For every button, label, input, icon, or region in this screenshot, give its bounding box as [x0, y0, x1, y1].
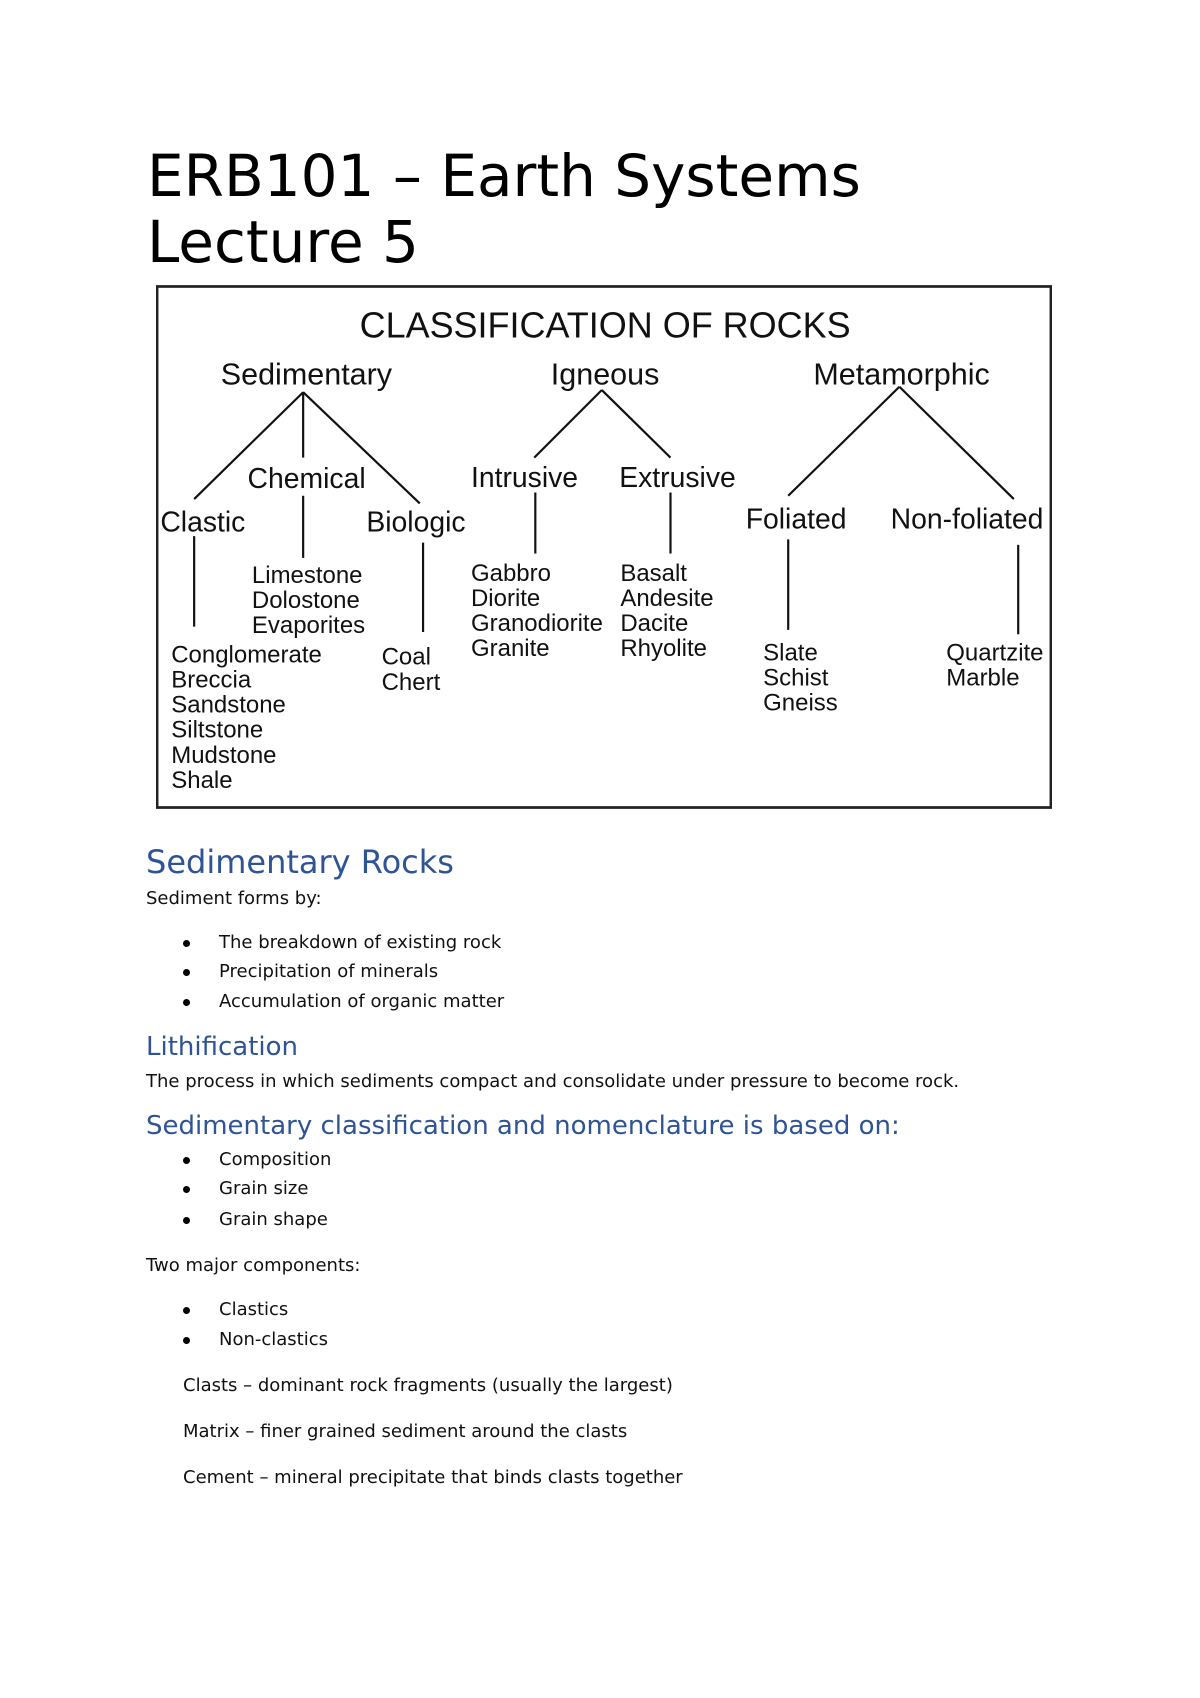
list-item: Grain size [219, 1178, 309, 1199]
definition-cement: Cement – mineral precipitate that binds … [183, 1467, 683, 1488]
diagram-label: Mudstone [171, 742, 276, 769]
diagram-label: Schist [763, 664, 829, 691]
diagram-label: Dacite [620, 610, 688, 637]
diagram-label: Marble [946, 664, 1019, 691]
label-extrusive: Extrusive [619, 462, 736, 494]
label-chemical: Chemical [248, 463, 366, 495]
diagram-label: Breccia [171, 667, 252, 694]
bullet-icon [183, 999, 190, 1006]
diagram-title: CLASSIFICATION OF ROCKS [360, 305, 851, 346]
diagram-label: Chert [382, 669, 441, 696]
label-clastic: Clastic [160, 507, 245, 539]
list-item: Clastics [219, 1299, 289, 1320]
bullet-icon [183, 1157, 190, 1164]
bullet-icon [183, 1217, 190, 1224]
components-intro: Two major components: [146, 1255, 361, 1276]
list-item: Non-clastics [219, 1329, 329, 1350]
diagram-label: Rhyolite [620, 635, 707, 662]
diagram-label: Quartzite [946, 639, 1043, 666]
foliated-rock-list: Slate Schist Gneiss [763, 639, 838, 716]
diagram-label: Granodiorite [471, 610, 603, 637]
bullet-icon [183, 940, 190, 947]
heading-classification: Sedimentary classification and nomenclat… [146, 1111, 900, 1141]
sediment-intro: Sediment forms by: [146, 888, 322, 909]
diagram-label: Diorite [471, 585, 540, 612]
heading-lithification: Lithification [146, 1032, 299, 1062]
diagram-label: Dolostone [252, 587, 360, 614]
bullet-icon [183, 1307, 190, 1314]
diagram-label: Shale [171, 767, 232, 794]
diagram-label: Limestone [252, 562, 363, 589]
lithification-text: The process in which sediments compact a… [146, 1071, 960, 1092]
definition-matrix: Matrix – finer grained sediment around t… [183, 1421, 628, 1442]
bullet-icon [183, 969, 190, 976]
diagram-label: Gneiss [763, 690, 838, 717]
nonfoliated-rock-list: Quartzite Marble [946, 639, 1043, 691]
diagram-label: Slate [763, 639, 818, 666]
diagram-label: Basalt [620, 560, 687, 587]
definition-clasts: Clasts – dominant rock fragments (usuall… [183, 1375, 673, 1396]
list-item: Grain shape [219, 1209, 328, 1230]
list-item: Precipitation of minerals [219, 961, 439, 982]
tree-lines [193, 385, 1020, 635]
list-item: Composition [219, 1149, 332, 1170]
diagram-label: Coal [382, 644, 431, 671]
extrusive-rock-list: Basalt Andesite Dacite Rhyolite [620, 560, 713, 662]
rock-classification-diagram: CLASSIFICATION OF ROCKS Sedimentary Igne… [156, 285, 1052, 809]
label-metamorphic: Metamorphic [813, 358, 989, 392]
biologic-rock-list: Coal Chert [382, 644, 441, 696]
label-intrusive: Intrusive [471, 462, 578, 494]
label-sedimentary: Sedimentary [221, 358, 393, 392]
label-biologic: Biologic [366, 507, 465, 539]
clastic-rock-list: Conglomerate Breccia Sandstone Siltstone… [171, 642, 322, 794]
diagram-label: Gabbro [471, 560, 551, 587]
list-item: Accumulation of organic matter [219, 991, 505, 1012]
document-title: ERB101 – Earth Systems Lecture 5 [147, 142, 861, 276]
heading-sedimentary-rocks: Sedimentary Rocks [146, 843, 454, 881]
diagram-label: Evaporites [252, 612, 365, 639]
label-foliated: Foliated [746, 503, 847, 535]
chemical-rock-list: Limestone Dolostone Evaporites [252, 562, 365, 639]
label-non-foliated: Non-foliated [891, 503, 1044, 535]
diagram-border [156, 285, 1052, 809]
diagram-label: Conglomerate [171, 642, 322, 669]
diagram-label: Siltstone [171, 717, 263, 744]
bullet-icon [183, 1337, 190, 1344]
list-item: The breakdown of existing rock [219, 932, 502, 953]
diagram-label: Sandstone [171, 692, 286, 719]
diagram-label: Andesite [620, 585, 713, 612]
bullet-icon [183, 1186, 190, 1193]
intrusive-rock-list: Gabbro Diorite Granodiorite Granite [471, 560, 603, 662]
diagram-label: Granite [471, 635, 550, 662]
label-igneous: Igneous [551, 358, 660, 392]
